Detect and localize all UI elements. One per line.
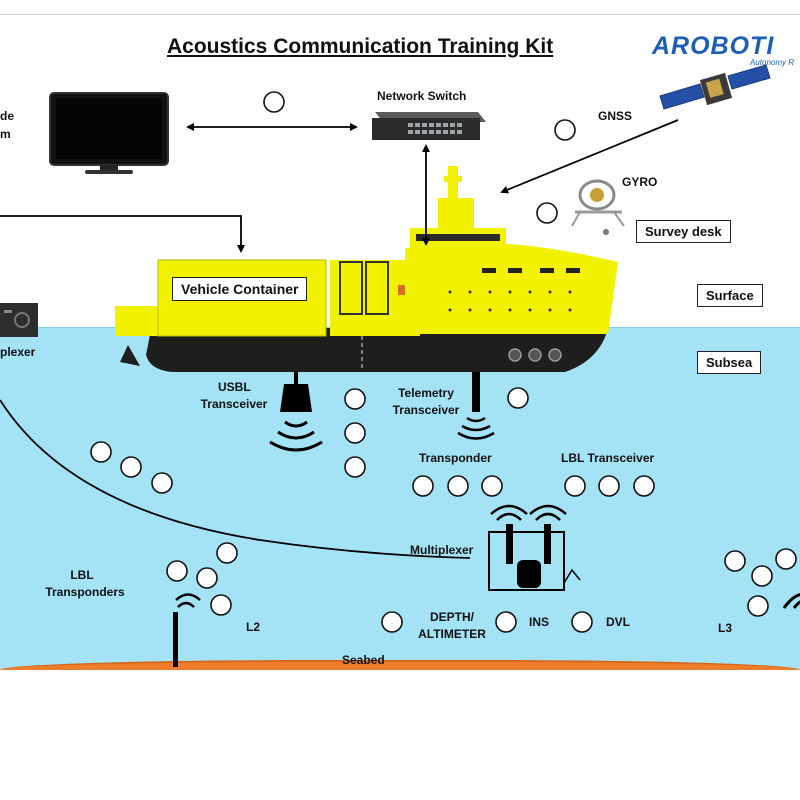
monitor-icon <box>49 92 169 174</box>
display-label-line2: m <box>0 127 11 141</box>
vehicle-container-box: Vehicle Container <box>172 277 308 301</box>
marker-circles <box>90 91 797 633</box>
lbl-transponder-pole-icon <box>173 593 201 667</box>
connection-lines <box>0 119 679 559</box>
lbl-transponders-label-line2: Transponders <box>45 585 125 599</box>
depth-altimeter-label-line1: DEPTH/ <box>429 610 474 624</box>
gnss-label: GNSS <box>598 109 633 123</box>
sea-area <box>0 328 800 670</box>
rack-multiplexer-icon <box>0 303 38 337</box>
transponder-label: Transponder <box>419 451 492 465</box>
diagram-frame <box>0 15 800 670</box>
l2-label: L2 <box>246 620 261 634</box>
usbl-label-line1: USBL <box>218 380 251 394</box>
network-switch-label: Network Switch <box>377 89 467 103</box>
network-switch-icon <box>372 112 486 140</box>
brand-logo: AROBOTI <box>652 32 775 60</box>
lbl-transponders-label-line1: LBL <box>70 568 94 582</box>
telemetry-label-line2: Transceiver <box>392 403 460 417</box>
usbl-transceiver-icon <box>269 372 323 452</box>
surface-box: Surface <box>697 284 763 307</box>
brand-tagline: Autonomy R <box>750 58 795 67</box>
multiplexer-label: Multiplexer <box>410 543 474 557</box>
l3-acoustic-wave-icon <box>782 593 800 609</box>
seabed-area <box>0 660 800 670</box>
top-rule <box>0 14 800 15</box>
depth-altimeter-label-line2: ALTIMETER <box>418 627 486 641</box>
ins-label: INS <box>529 615 550 629</box>
multiplexer-icon <box>488 504 581 591</box>
satellite-icon <box>659 64 771 110</box>
lbl-transceiver-label: LBL Transceiver <box>561 451 655 465</box>
gyro-label: GYRO <box>622 175 658 189</box>
vessel-icon <box>115 166 618 372</box>
survey-desk-box: Survey desk <box>636 220 731 243</box>
dvl-label: DVL <box>606 615 630 629</box>
diagram-title: Acoustics Communication Training Kit <box>167 35 554 58</box>
rack-multiplexer-label: plexer <box>0 345 36 359</box>
usbl-label-line2: Transceiver <box>200 397 268 411</box>
gyro-icon <box>571 179 625 235</box>
l3-label: L3 <box>718 621 733 635</box>
telemetry-label-line1: Telemetry <box>398 386 454 400</box>
subsea-box: Subsea <box>697 351 762 374</box>
seabed-label: Seabed <box>342 653 385 667</box>
display-label-line1: de <box>0 109 15 123</box>
telemetry-transceiver-icon <box>457 372 495 440</box>
